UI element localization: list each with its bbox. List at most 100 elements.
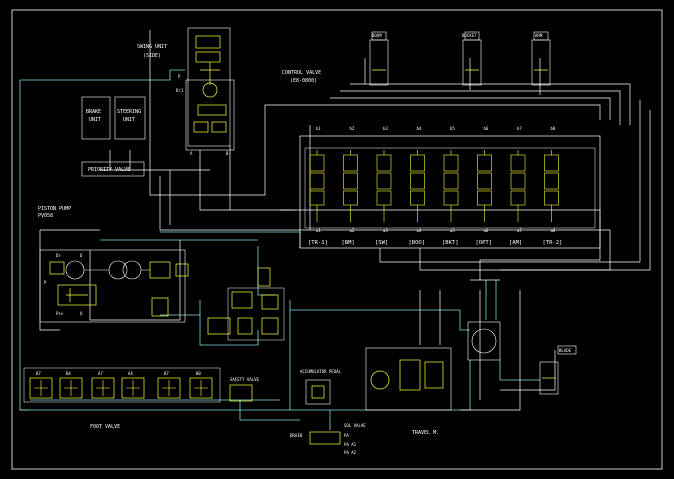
valve-bottom-port: a2: [350, 228, 355, 233]
arm-label: ARM: [535, 33, 543, 38]
valve-section-labels: [TR-1] [BM] [SW] [BOO] [BKT] [OPT] [AM] [TR-2]: [308, 240, 562, 246]
cylinder-rods: [372, 69, 556, 379]
foot-valve-label: FOOT VALVE: [90, 424, 120, 430]
valve-section-label: [OPT]: [476, 240, 493, 246]
cylinders: [369, 31, 577, 395]
control-valve-block: [299, 135, 601, 249]
foot-valve-5: [157, 377, 181, 399]
pump-port-p: P: [44, 280, 47, 285]
pump-port-d: D: [80, 253, 83, 258]
swing-port-dr1: Dr1: [176, 88, 184, 93]
pump-regulator: [49, 261, 189, 317]
swing-unit-components: [193, 35, 227, 133]
priority-valve-label: PRIORITY VALVE: [88, 167, 130, 173]
accumulator-pedal-box: [305, 379, 331, 405]
valve-section-label: [SW]: [375, 240, 388, 246]
valve-section-label: [BKT]: [442, 240, 459, 246]
sol-port-drain: DRAIN: [290, 433, 303, 438]
piston-pump-sub-label: PV058: [38, 213, 53, 219]
valve-section-label: [TR-1]: [308, 240, 328, 246]
valve-top-port: b7: [517, 126, 522, 131]
valve-section-label: [AM]: [509, 240, 522, 246]
sol-valve-label: SOL VALVE: [344, 423, 366, 428]
priority-valve-box: [81, 161, 145, 177]
foot-valve-6: [189, 377, 213, 399]
brake-unit-box: [81, 96, 111, 140]
center-valve-frame: [227, 287, 285, 341]
swing-port-b: B: [226, 151, 229, 156]
valve-spool-8: [544, 150, 559, 222]
accumulator-valve: [311, 385, 325, 399]
valve-top-port: b2: [350, 126, 355, 131]
sol-port-pa-a1: PA A1: [344, 442, 357, 447]
control-valve-sub-label: (E8-0800): [290, 78, 317, 84]
pump-port-psv: Psv: [56, 311, 64, 316]
drawing-border: [11, 9, 663, 470]
foot-valve-port-label: A4: [128, 371, 133, 376]
swing-port-p: P: [178, 74, 181, 79]
white-hydraulic-lines: [39, 30, 651, 411]
foot-valves: [29, 377, 213, 399]
valve-bottom-port: a7: [517, 228, 522, 233]
valve-spool-3: [376, 150, 392, 222]
pump-port-q: Q: [80, 311, 83, 316]
foot-port-labels: B7 B4 A7 A4 B7 B0: [36, 371, 201, 376]
valve-top-port: b1: [316, 126, 321, 131]
valve-bottom-port: a5: [450, 228, 455, 233]
safety-valve-label: SAFETY VALVE: [230, 377, 259, 382]
foot-valve-1: [29, 377, 53, 399]
steering-unit-label-1: STEERING: [117, 109, 141, 115]
accumulator-pedal-label: ACCUMULATOR PEDAL: [300, 369, 342, 374]
valve-top-port: b3: [383, 126, 388, 131]
valve-section-label: [TR-2]: [543, 240, 563, 246]
sol-valve: [309, 431, 341, 445]
valve-spool-5: [443, 150, 459, 222]
valve-spool-4: [410, 150, 425, 222]
bucket-label: BUCKET: [462, 33, 477, 38]
piston-pump: [39, 249, 186, 323]
swing-port-a: A: [190, 151, 193, 156]
swing-unit-sub-label: (SIDE): [143, 53, 161, 59]
brake-unit-label-2: UNIT: [89, 117, 101, 123]
travel-motor-box: [365, 347, 452, 411]
foot-valve-port-label: B4: [66, 371, 71, 376]
travel-motor-label: TRAVEL M.: [412, 430, 439, 436]
center-valves: [207, 267, 279, 335]
travel-motor: [370, 359, 444, 391]
valve-top-port: b8: [551, 126, 556, 131]
valve-spool-2: [343, 150, 358, 222]
valve-bottom-port: a1: [316, 228, 321, 233]
valve-spool-6: [477, 150, 492, 222]
foot-valve-port-label: B7: [36, 371, 41, 376]
valve-bottom-port: a3: [383, 228, 388, 233]
valve-bottom-port: a8: [551, 228, 556, 233]
foot-valve-port-label: B0: [196, 371, 201, 376]
brake-unit-label-1: BRAKE: [86, 109, 101, 115]
valve-top-port: b5: [450, 126, 455, 131]
valve-top-port: b4: [417, 126, 422, 131]
valve-spool-7: [510, 150, 526, 222]
foot-valve-port-label: B7: [164, 371, 169, 376]
pump-port-dr: Dr: [56, 253, 61, 258]
valve-section-label: [BM]: [342, 240, 355, 246]
valve-top-port: b6: [484, 126, 489, 131]
valve-bottom-port: a4: [417, 228, 422, 233]
foot-valve-3: [91, 377, 115, 399]
center-joint: [467, 321, 501, 361]
safety-valve: [229, 384, 253, 402]
foot-valve-port-label: A7: [98, 371, 103, 376]
foot-valve-4: [121, 377, 145, 399]
swing-unit-label: SWING UNIT: [137, 44, 167, 50]
piston-pump-label: PISTON PUMP: [38, 206, 71, 212]
valve-spool-1: [309, 150, 325, 222]
valve-spools: [309, 150, 559, 222]
valve-section-label: [BOO]: [409, 240, 426, 246]
blade-label: BLADE: [559, 348, 572, 353]
foot-valve-frame: [23, 367, 221, 403]
steering-unit-box: [114, 96, 146, 140]
control-valve-label: CONTROL VALVE: [282, 70, 321, 76]
sol-port-pa-a2: PA A2: [344, 450, 357, 455]
